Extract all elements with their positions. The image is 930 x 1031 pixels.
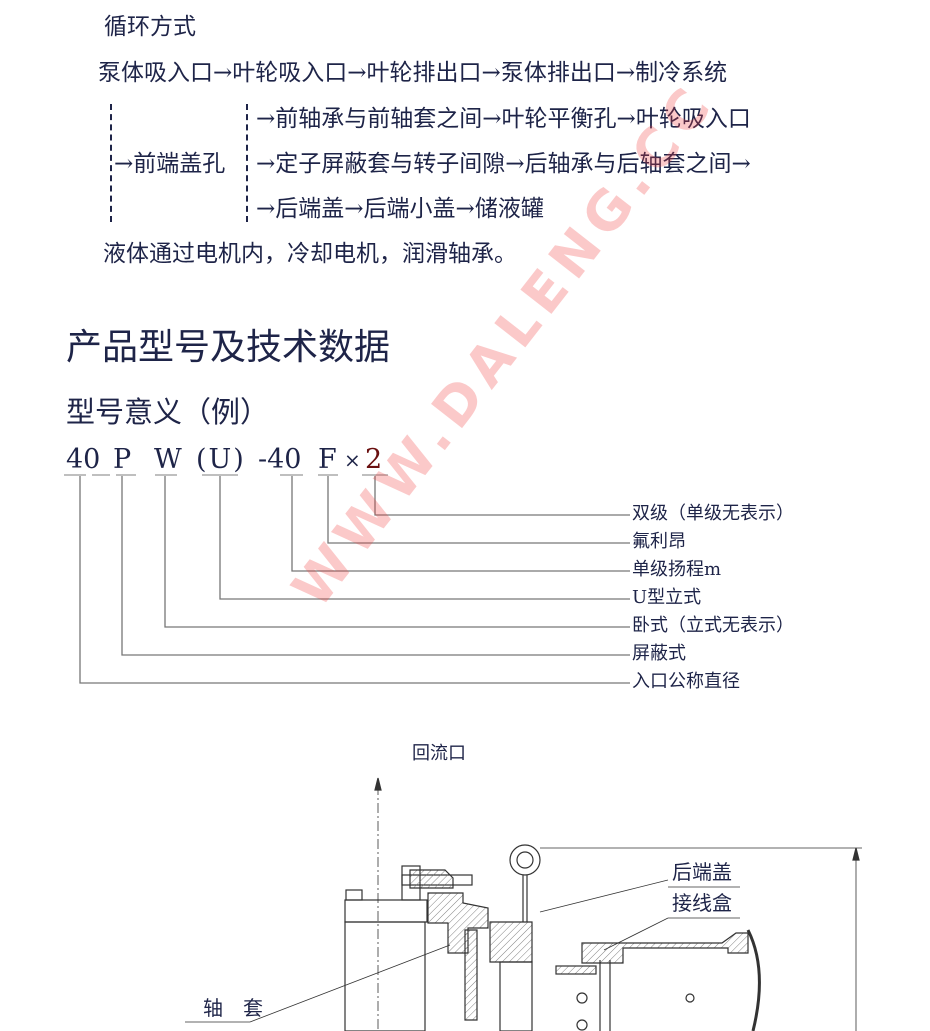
branch-dashed-line [110, 104, 112, 222]
branch-row: →后端盖→后端小盖→储液罐 [256, 196, 544, 222]
code-part: W [154, 444, 182, 475]
rear-end-cover-label: 后端盖 [672, 860, 732, 884]
branch-row: →前轴承与前轴套之间→叶轮平衡孔→叶轮吸入口 [256, 106, 751, 132]
code-part: 2 [365, 444, 383, 475]
legend-label: 屏蔽式 [632, 643, 686, 664]
legend-label: U型立式 [632, 587, 702, 608]
model-meaning-title: 型号意义（例） [66, 395, 270, 429]
legend-label: 氟利昂 [632, 531, 686, 552]
code-part: × [344, 448, 361, 472]
section-title: 产品型号及技术数据 [66, 327, 391, 368]
branch-dashed-line-2 [246, 104, 248, 222]
legend-label: 单级扬程m [632, 559, 722, 580]
code-part: (U) [196, 444, 246, 475]
legend-label: 卧式（立式无表示） [632, 615, 794, 636]
shaft-sleeve-label: 轴 套 [203, 996, 263, 1020]
circulation-note: 液体通过电机内，冷却电机，润滑轴承。 [103, 241, 517, 267]
branch-label: →前端盖孔 [114, 151, 226, 177]
branch-row: →定子屏蔽套与转子间隙→后轴承与后轴套之间→ [256, 151, 751, 177]
code-part: F [318, 444, 337, 475]
circulation-title: 循环方式 [104, 14, 196, 40]
junction-box-label: 接线盒 [672, 891, 732, 915]
circulation-main-line: 泵体吸入口→叶轮吸入口→叶轮排出口→泵体排出口→制冷系统 [98, 60, 728, 86]
code-part: P [113, 444, 132, 475]
code-part: 40 [66, 444, 101, 475]
legend-label: 双级（单级无表示） [632, 503, 794, 524]
code-part: -40 [258, 444, 302, 475]
return-port-label: 回流口 [412, 743, 466, 764]
legend-label: 入口公称直径 [632, 671, 740, 692]
